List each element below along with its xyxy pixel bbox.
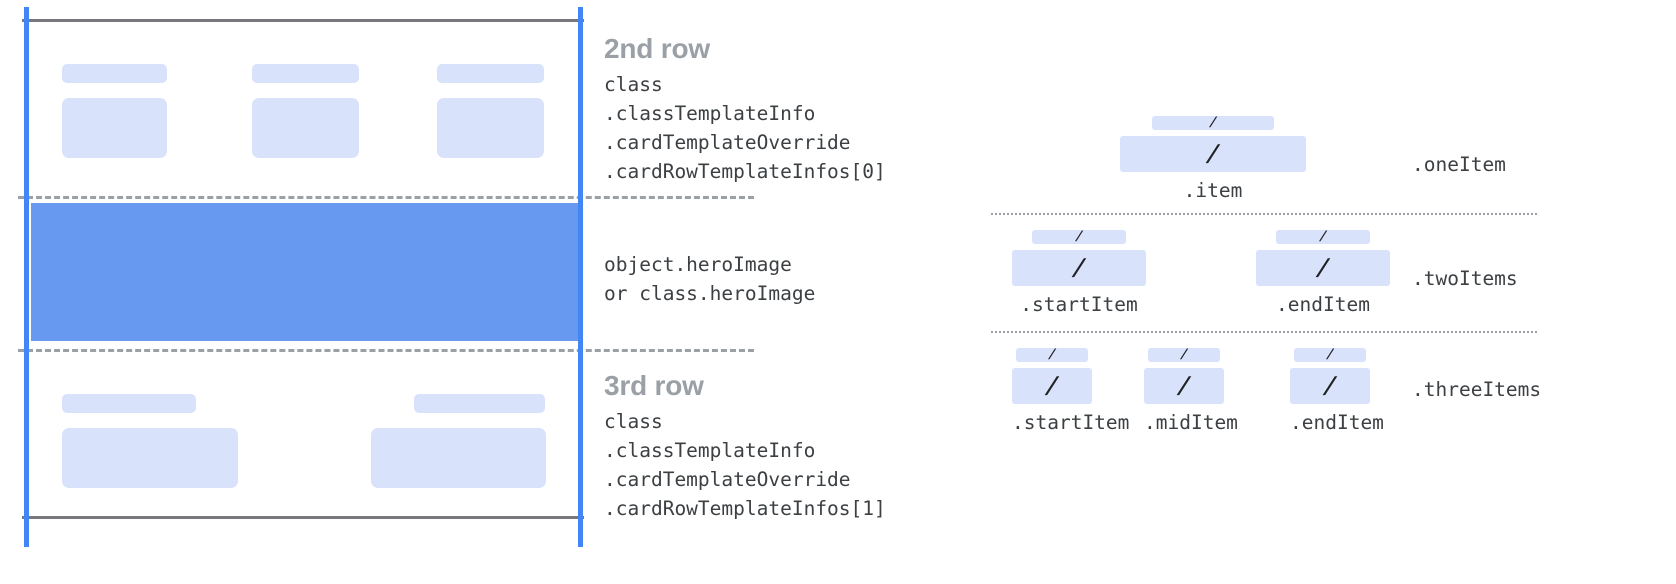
two-items-end-large-bar: /: [1256, 250, 1390, 286]
slash-glyph: /: [1042, 373, 1062, 399]
three-items-start-large-bar: /: [1012, 368, 1092, 404]
annotation-second-row-code: class .classTemplateInfo .cardTemplateOv…: [604, 72, 886, 183]
slash-glyph: /: [1324, 348, 1336, 362]
second-row-column-2-body-placeholder: [252, 98, 359, 158]
slash-glyph: /: [1317, 230, 1329, 244]
slash-glyph: /: [1073, 230, 1085, 244]
one-item-small-bar: /: [1152, 116, 1274, 130]
slash-glyph: /: [1313, 255, 1333, 281]
card-template-preview: [0, 0, 754, 584]
two-items-start-caption: .startItem: [1020, 293, 1138, 316]
one-item-mock: / / .item: [1120, 116, 1306, 202]
three-items-mid-large-bar: /: [1144, 368, 1224, 404]
three-items-section-label: .threeItems: [1412, 378, 1542, 401]
three-items-end-caption: .endItem: [1290, 411, 1384, 434]
three-items-start-mock: / / .startItem: [1012, 348, 1130, 434]
two-items-end-caption: .endItem: [1276, 293, 1370, 316]
slash-glyph: /: [1069, 255, 1089, 281]
annotation-third-row: 3rd row class .classTemplateInfo .cardTe…: [604, 369, 886, 523]
three-items-end-large-bar: /: [1290, 368, 1370, 404]
slash-glyph: /: [1046, 348, 1058, 362]
slash-glyph: /: [1207, 116, 1219, 130]
three-items-mid-caption: .midItem: [1144, 411, 1238, 434]
one-item-large-bar: /: [1120, 136, 1306, 172]
two-items-layout-section: / / .startItem / / .endItem .twoItems: [984, 222, 1676, 332]
third-row-column-2-body-placeholder: [371, 428, 546, 488]
three-items-mid-mock: / / .midItem: [1144, 348, 1238, 434]
slash-glyph: /: [1320, 373, 1340, 399]
one-item-caption: .item: [1183, 179, 1243, 202]
one-item-section-label: .oneItem: [1412, 153, 1506, 176]
one-item-layout-section: / / .item .oneItem: [984, 108, 1676, 212]
annotation-second-row: 2nd row class .classTemplateInfo .cardTe…: [604, 32, 886, 186]
left-edge-guide-line: [24, 7, 29, 547]
third-row-column-1-body-placeholder: [62, 428, 238, 488]
second-row-column-2-title-placeholder: [252, 64, 359, 83]
second-row-column-3-title-placeholder: [437, 64, 544, 83]
annotation-third-row-heading: 3rd row: [604, 370, 704, 401]
item-layout-panel: / / .item .oneItem / / .startItem: [984, 0, 1676, 584]
two-items-start-mock: / / .startItem: [1012, 230, 1146, 316]
two-items-end-small-bar: /: [1276, 230, 1370, 244]
annotation-third-row-code: class .classTemplateInfo .cardTemplateOv…: [604, 409, 886, 520]
two-items-start-small-bar: /: [1032, 230, 1126, 244]
three-items-end-mock: / / .endItem: [1290, 348, 1384, 434]
three-items-end-small-bar: /: [1294, 348, 1366, 362]
two-items-start-large-bar: /: [1012, 250, 1146, 286]
third-row-column-2-title-placeholder: [414, 394, 545, 413]
annotation-second-row-heading: 2nd row: [604, 33, 710, 64]
divider-hero-third-row: [18, 349, 754, 352]
second-row-column-1-title-placeholder: [62, 64, 167, 83]
second-row-column-1-body-placeholder: [62, 98, 167, 158]
third-row-column-1-title-placeholder: [62, 394, 196, 413]
slash-glyph: /: [1178, 348, 1190, 362]
hero-image-region: [31, 203, 583, 341]
three-items-start-small-bar: /: [1016, 348, 1088, 362]
slash-glyph: /: [1203, 141, 1223, 167]
right-edge-guide-line: [578, 7, 583, 547]
separator-two-three: [991, 331, 1537, 333]
slash-glyph: /: [1174, 373, 1194, 399]
three-items-start-caption: .startItem: [1012, 411, 1130, 434]
two-items-end-mock: / / .endItem: [1256, 230, 1390, 316]
three-items-mid-small-bar: /: [1148, 348, 1220, 362]
card-top-rule: [22, 19, 584, 22]
second-row-column-3-body-placeholder: [437, 98, 544, 158]
annotation-hero-image-code: object.heroImage or class.heroImage: [604, 253, 816, 305]
two-items-section-label: .twoItems: [1412, 267, 1518, 290]
three-items-layout-section: / / .startItem / / .midItem /: [984, 340, 1676, 450]
annotation-column: 2nd row class .classTemplateInfo .cardTe…: [604, 0, 984, 584]
card-bottom-rule: [22, 516, 584, 519]
annotation-hero-image: object.heroImage or class.heroImage: [604, 250, 815, 308]
separator-one-two: [991, 213, 1537, 215]
divider-second-row-hero: [18, 196, 754, 199]
